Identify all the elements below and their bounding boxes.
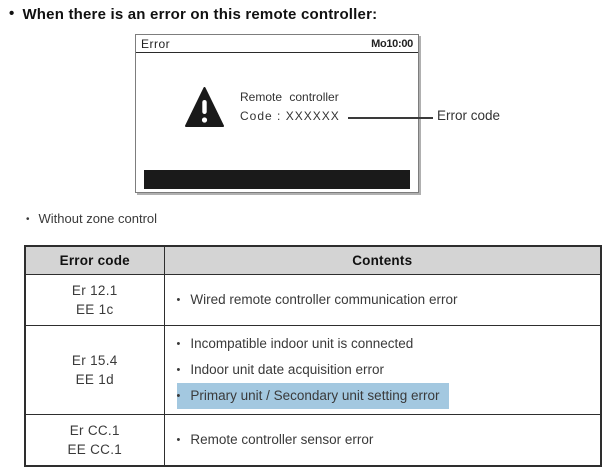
bullet-icon: • bbox=[9, 5, 15, 22]
contents-text: Indoor unit date acquisition error bbox=[190, 361, 384, 377]
error-code-table: Error code Contents Er 12.1 EE 1c • Wired r… bbox=[24, 245, 602, 467]
contents-text: Remote controller sensor error bbox=[190, 431, 374, 447]
page-title-text: When there is an error on this remote co… bbox=[22, 6, 378, 23]
header-contents: Contents bbox=[163, 245, 602, 275]
table-row: Er 12.1 EE 1c • Wired remote controller com… bbox=[24, 273, 602, 326]
bullet-icon: • bbox=[176, 337, 181, 350]
contents-text: Incompatible indoor unit is connected bbox=[190, 335, 414, 351]
bullet-icon: • bbox=[176, 433, 181, 446]
error-code-line: EE CC.1 bbox=[67, 441, 123, 457]
callout-line bbox=[348, 117, 433, 119]
error-table-body: Er 12.1 EE 1c • Wired remote controller com… bbox=[24, 273, 602, 466]
remote-controller-screen: Error Mo10:00 Remote controller Code : X… bbox=[135, 34, 419, 193]
bullet-icon: • bbox=[176, 389, 181, 402]
error-code-line: Er CC.1 bbox=[69, 422, 120, 438]
bullet-icon: • bbox=[176, 293, 181, 306]
contents-item: • Wired remote controller communication e… bbox=[177, 287, 468, 313]
bullet-icon: • bbox=[176, 363, 181, 376]
table-row: Er 15.4 EE 1d • Incompatible indoor unit is… bbox=[24, 324, 602, 415]
without-zone-control-label: • Without zone control bbox=[26, 211, 157, 226]
error-code-line: Er 12.1 bbox=[71, 282, 118, 298]
table-row: Er CC.1 EE CC.1 • Remote controller sensor … bbox=[24, 413, 602, 466]
screen-title: Error bbox=[141, 37, 171, 51]
error-code-cell: Er CC.1 EE CC.1 bbox=[24, 413, 165, 466]
contents-text: Wired remote controller communication er… bbox=[190, 291, 458, 307]
contents-cell: • Incompatible indoor unit is connected • I… bbox=[163, 324, 602, 415]
screen-header: Error Mo10:00 bbox=[136, 35, 418, 53]
contents-item: • Indoor unit date acquisition error bbox=[177, 357, 394, 383]
error-table-head: Error code Contents bbox=[24, 245, 602, 275]
page-title: • When there is an error on this remote c… bbox=[9, 5, 378, 23]
contents-text: Primary unit / Secondary unit setting er… bbox=[190, 387, 440, 403]
header-error-code: Error code bbox=[24, 245, 165, 275]
error-code-line: EE 1c bbox=[75, 301, 114, 317]
bullet-icon: • bbox=[26, 214, 30, 225]
contents-cell: • Remote controller sensor error bbox=[163, 413, 602, 466]
error-code-line: Er 15.4 bbox=[71, 352, 118, 368]
screen-message-line2: Code : XXXXXX bbox=[240, 109, 340, 123]
screen-message-line1: Remote controller bbox=[240, 90, 339, 104]
contents-item-highlighted: • Primary unit / Secondary unit setting e… bbox=[176, 382, 450, 409]
contents-cell: • Wired remote controller communication e… bbox=[163, 273, 602, 326]
screen-status-bar bbox=[144, 170, 410, 189]
error-code-cell: Er 15.4 EE 1d bbox=[24, 324, 165, 415]
error-code-line: EE 1d bbox=[75, 371, 114, 387]
warning-triangle-icon bbox=[185, 87, 224, 127]
table-header-row: Error code Contents bbox=[24, 245, 602, 275]
screen-clock: Mo10:00 bbox=[371, 38, 413, 50]
contents-item: • Incompatible indoor unit is connected bbox=[177, 331, 424, 357]
error-code-cell: Er 12.1 EE 1c bbox=[24, 273, 165, 326]
contents-item: • Remote controller sensor error bbox=[177, 427, 384, 453]
without-zone-control-text: Without zone control bbox=[38, 211, 158, 226]
error-code-callout-label: Error code bbox=[437, 108, 501, 123]
